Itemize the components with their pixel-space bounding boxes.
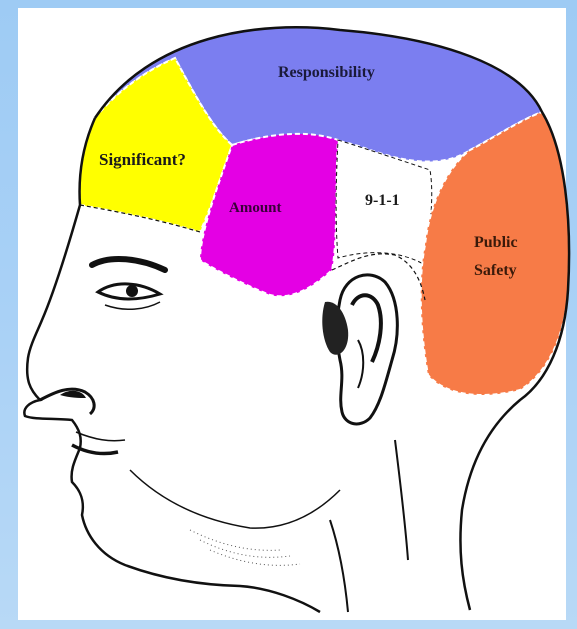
label-amount: Amount (229, 200, 282, 217)
mustache-shadow (76, 432, 125, 441)
neck-front (330, 520, 348, 612)
label-nine-one-one: 9-1-1 (365, 192, 400, 210)
label-responsibility: Responsibility (278, 64, 375, 82)
jaw-line (130, 470, 340, 528)
eyebrow (92, 259, 165, 270)
label-safety: Safety (474, 262, 517, 280)
label-public: Public (474, 234, 518, 252)
neck-back (395, 440, 408, 560)
ear (322, 275, 397, 424)
pupil (126, 285, 138, 297)
eye-lower-lid (105, 302, 160, 309)
label-significant: Significant? (99, 150, 186, 170)
chin-stubble (190, 530, 300, 565)
